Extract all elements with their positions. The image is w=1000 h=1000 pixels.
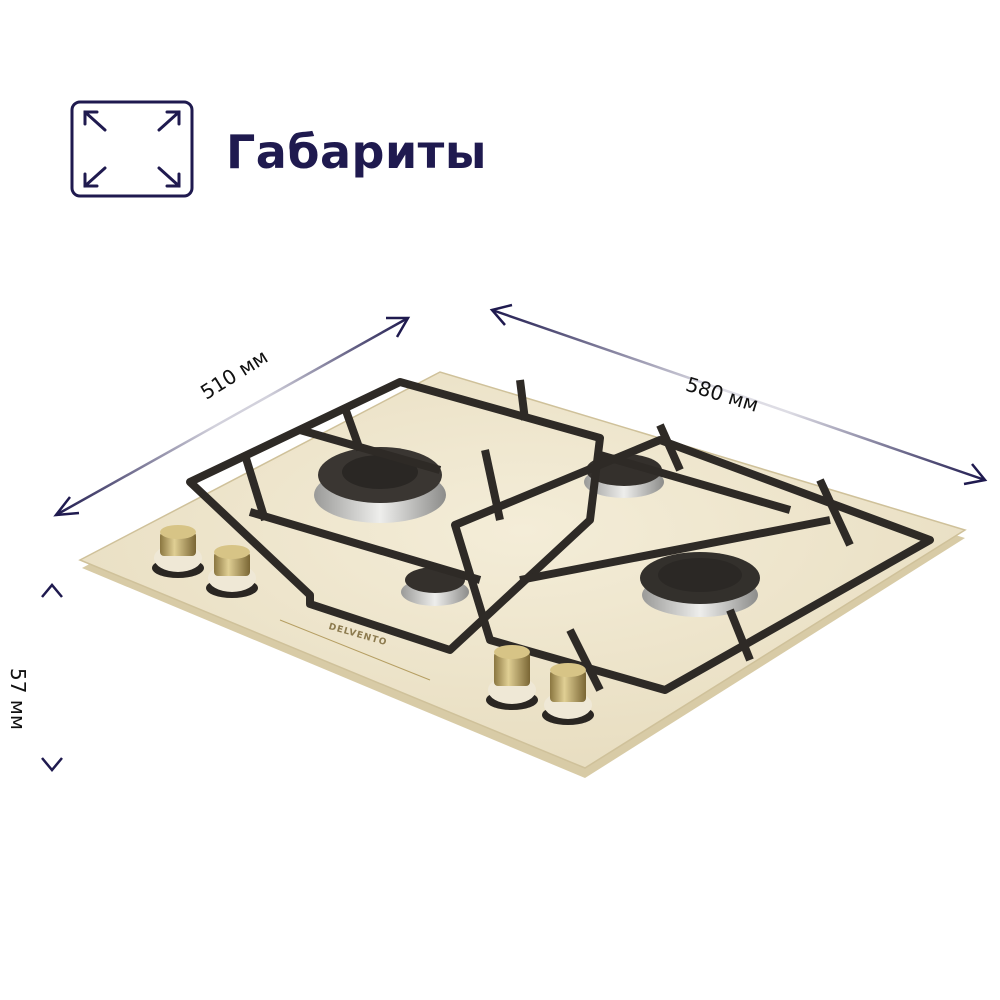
knob-4 [542, 663, 594, 725]
knob-1 [152, 525, 204, 578]
knob-3 [486, 645, 538, 710]
burner-front-right [640, 552, 760, 617]
height-label: 57 мм [6, 668, 30, 730]
grate-left [186, 378, 604, 654]
header-icon [70, 100, 194, 198]
page-title: Габариты [226, 125, 487, 179]
width-arrow [491, 308, 986, 482]
burner-back-left [314, 447, 446, 523]
grate-right [451, 423, 934, 694]
depth-arrow [55, 316, 409, 517]
knob-2 [206, 545, 258, 598]
